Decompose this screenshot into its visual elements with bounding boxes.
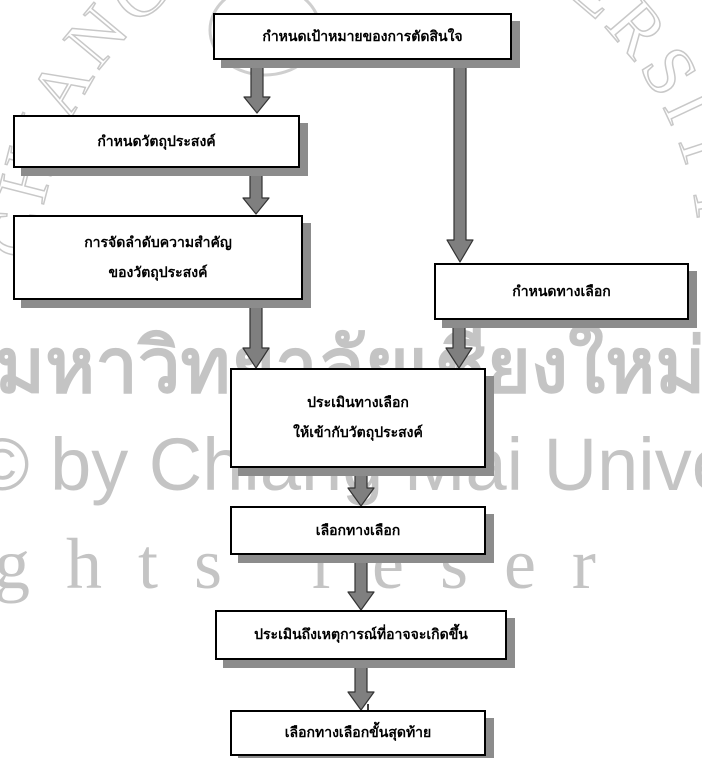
arrow-objectives-to-prioritize xyxy=(242,167,270,215)
arrow-goal-to-objectives xyxy=(243,59,271,114)
arrow-goal-to-alternatives xyxy=(446,59,474,263)
arrow-choose-to-assess xyxy=(347,554,375,611)
node-evaluate-line2: ให้เข้ากับวัตถุประสงค์ xyxy=(293,425,423,441)
node-evaluate: ประเมินทางเลือก ให้เข้ากับวัตถุประสงค์ xyxy=(230,368,486,468)
node-goal-text: กำหนดเป้าหมายของการตัดสินใจ xyxy=(262,28,463,45)
node-choose: เลือกทางเลือก xyxy=(230,506,486,555)
node-prioritize-line1: การจัดลำดับความสำคัญ xyxy=(84,234,232,251)
node-choose-text: เลือกทางเลือก xyxy=(315,522,401,539)
node-alternatives: กำหนดทางเลือก xyxy=(434,263,689,320)
arrow-prioritize-to-evaluate xyxy=(242,299,270,369)
node-goal: กำหนดเป้าหมายของการตัดสินใจ xyxy=(213,13,512,60)
node-final-text: เลือกทางเลือกขั้นสุดท้าย xyxy=(284,725,432,741)
node-objectives: กำหนดวัตถุประสงค์ xyxy=(13,115,300,168)
arrow-assess-to-final xyxy=(347,659,375,711)
node-assess-events: ประเมินถึงเหตุการณ์ที่อาจจะเกิดขึ้น xyxy=(215,610,507,660)
node-prioritize: การจัดลำดับความสำคัญ ของวัตถุประสงค์ xyxy=(13,215,303,300)
node-final: เลือกทางเลือกขั้นสุดท้าย xyxy=(230,710,486,756)
node-assess-events-text: ประเมินถึงเหตุการณ์ที่อาจจะเกิดขึ้น xyxy=(254,627,468,643)
arrow-evaluate-to-choose xyxy=(347,467,375,507)
node-alternatives-text: กำหนดทางเลือก xyxy=(512,283,611,300)
arrow-alternatives-to-evaluate xyxy=(445,319,473,369)
node-evaluate-line1: ประเมินทางเลือก xyxy=(307,395,409,411)
node-prioritize-line2: ของวัตถุประสงค์ xyxy=(108,264,208,281)
node-objectives-text: กำหนดวัตถุประสงค์ xyxy=(97,133,216,150)
